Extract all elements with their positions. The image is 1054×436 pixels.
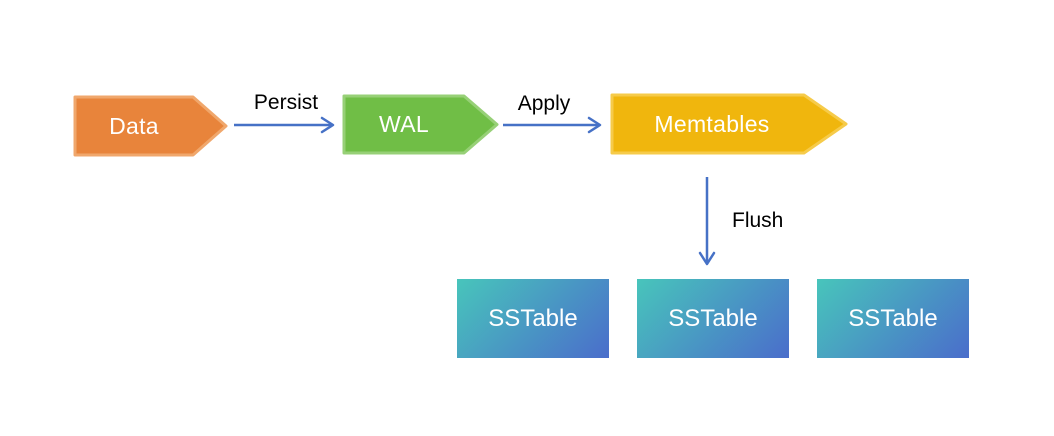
node-wal-label: WAL xyxy=(379,111,429,137)
pentagon-arrow-shape xyxy=(610,93,848,155)
pentagon-arrow-shape xyxy=(73,95,228,157)
sstable-label: SSTable xyxy=(668,304,758,332)
edge-label-apply: Apply xyxy=(517,92,571,115)
edge-label-persist: Persist xyxy=(253,91,319,114)
node-wal: WAL xyxy=(342,94,500,155)
sstable-box: SSTable xyxy=(637,279,789,358)
pentagon-arrow-shape xyxy=(342,94,499,155)
sstable-box: SSTable xyxy=(457,279,609,358)
flush-arrow-down-icon xyxy=(698,177,716,266)
persist-arrow-right-icon xyxy=(234,116,335,134)
node-memtables: Memtables xyxy=(610,93,848,155)
edge-label-flush: Flush xyxy=(732,209,784,232)
node-memtables-label: Memtables xyxy=(654,110,770,137)
sstable-label: SSTable xyxy=(488,304,578,332)
sstable-box: SSTable xyxy=(817,279,969,358)
node-data: Data xyxy=(73,95,229,157)
apply-arrow-right-icon xyxy=(503,116,602,134)
sstable-label: SSTable xyxy=(848,304,938,332)
node-data-label: Data xyxy=(109,112,159,139)
